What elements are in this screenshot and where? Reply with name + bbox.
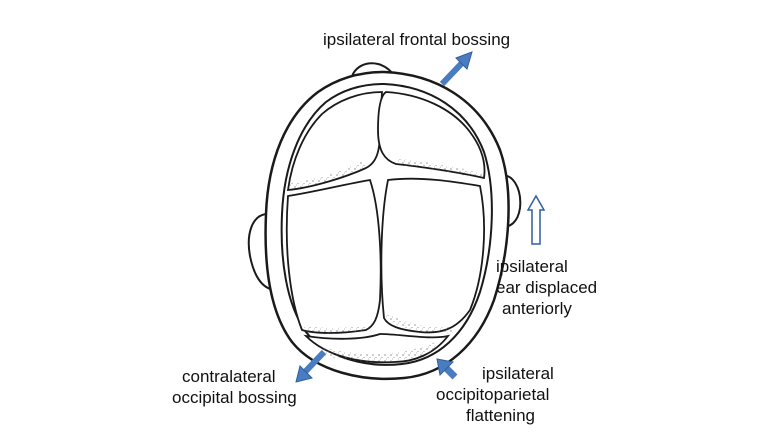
- arrow-up-left-icon: [436, 358, 458, 380]
- ear-displaced-label: ipsilateral ear displaced anteriorly: [496, 256, 597, 319]
- flat-label-line-2: occipitoparietal: [436, 385, 550, 404]
- flat-label-line-1: ipsilateral: [482, 364, 554, 383]
- frontal-bossing-label: ipsilateral frontal bossing: [323, 30, 511, 49]
- flat-label-line-3: flattening: [466, 406, 535, 425]
- ear-label-line-1: ipsilateral: [496, 257, 568, 276]
- arrow-up-right-icon: [439, 51, 473, 87]
- occ-boss-label-line-1: contralateral: [182, 367, 276, 386]
- parietal-plate-right: [380, 177, 485, 334]
- ear-label-line-2: ear displaced: [496, 278, 598, 297]
- occipital-bossing-label: contralateral occipital bossing: [172, 366, 297, 408]
- parietal-plate-left: [285, 178, 382, 334]
- arrow-down-left-icon: [295, 349, 327, 383]
- occ-boss-label-line-2: occipital bossing: [172, 388, 297, 407]
- outline-arrow-up-icon: [526, 194, 546, 245]
- flattening-label: ipsilateral occipitoparietal flattening: [436, 363, 554, 426]
- ear-label-line-3: anteriorly: [502, 299, 572, 318]
